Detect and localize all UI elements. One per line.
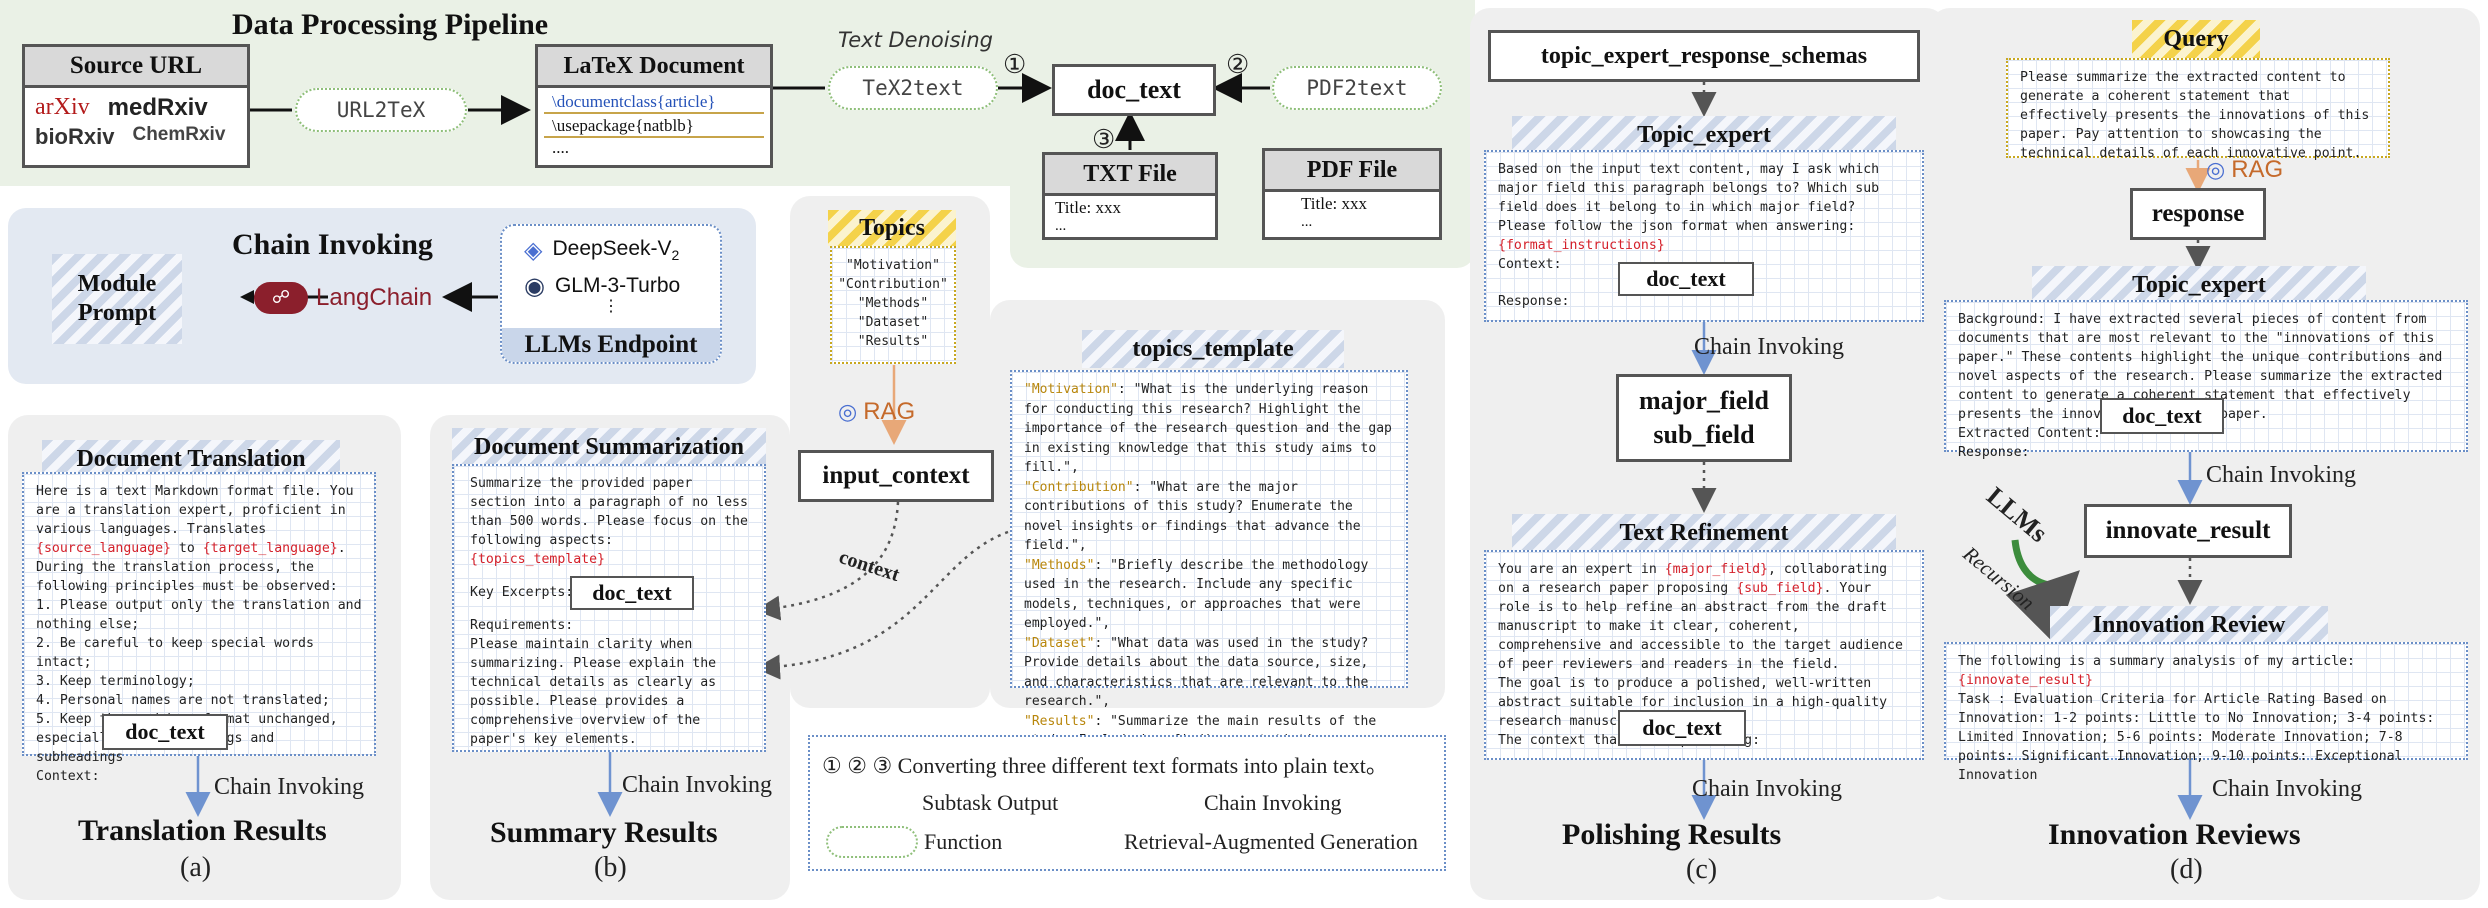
topic-expert-header-d: Topic_expert — [2032, 266, 2366, 304]
summarization-chain-label: Chain Invoking — [622, 772, 772, 798]
topic-expert-doc-text-d: doc_text — [2100, 398, 2224, 434]
biorxiv-logo: bioRxiv — [35, 124, 115, 149]
txt-file-box: TXT File Title: xxx ... — [1042, 152, 1218, 240]
langchain-icon: ☍ — [254, 282, 308, 314]
latex-line-3: .... — [552, 138, 569, 157]
innovation-chain-label-1: Chain Invoking — [2206, 462, 2356, 488]
topic-expert-prompt-c: Based on the input text content, may I a… — [1484, 150, 1924, 322]
response-box: response — [2130, 188, 2266, 240]
medrxiv-logo: medRxiv — [107, 94, 208, 121]
glm-label: GLM-3-Turbo — [554, 274, 681, 297]
pdf-file-title: Title: xxx — [1301, 194, 1367, 213]
legend-function: Function — [924, 829, 1003, 854]
txt-file-more: ... — [1055, 218, 1067, 234]
pipeline-title: Data Processing Pipeline — [232, 8, 549, 41]
topic-expert-doc-text-c: doc_text — [1618, 262, 1754, 296]
query-prompt: Please summarize the extracted content t… — [2006, 58, 2390, 161]
glm-icon: ◉ — [524, 272, 545, 300]
latex-document-header: LaTeX Document — [538, 47, 770, 88]
translation-chain-label: Chain Invoking — [214, 774, 364, 800]
chain-invoking-title: Chain Invoking — [232, 228, 433, 261]
langchain-logo: ☍ LangChain — [254, 280, 444, 316]
topic-expert-prompt-d: Background: I have extracted several pie… — [1944, 300, 2468, 460]
step-2-marker: ② — [1226, 50, 1250, 79]
polishing-chain-label-1: Chain Invoking — [1694, 334, 1844, 360]
template-entry: "Methods": "Briefly describe the methodo… — [1024, 557, 1369, 632]
pdf-file-more: ... — [1301, 214, 1313, 230]
deepseek-label: DeepSeek-V2 — [552, 236, 680, 264]
innovate-result-box: innovate_result — [2084, 504, 2292, 558]
legend-steps: ① ② ③ Converting three different text fo… — [822, 753, 1388, 778]
innovation-chain-label-2: Chain Invoking — [2212, 776, 2362, 802]
innovation-reviews: Innovation Reviews — [2048, 818, 2301, 851]
topics-list: "Motivation" "Contribution" "Methods" "D… — [830, 246, 956, 364]
summary-results: Summary Results — [490, 816, 718, 849]
schemas-box: topic_expert_response_schemas — [1488, 30, 1920, 82]
module-prompt-box: Module Prompt — [52, 254, 182, 344]
step-3-marker: ③ — [1092, 125, 1116, 154]
latex-line-2: \usepackage{natblb} — [544, 114, 764, 138]
topics-header: Topics — [828, 210, 956, 246]
step-1-marker: ① — [1003, 50, 1027, 79]
document-summarization-header: Document Summarization — [452, 428, 766, 466]
legend-chain: Chain Invoking — [1204, 790, 1342, 815]
translation-doc-text: doc_text — [102, 714, 228, 750]
llms-endpoint-label: LLMs Endpoint — [502, 328, 720, 362]
query-header: Query — [2132, 20, 2260, 58]
pdf-file-header: PDF File — [1265, 151, 1439, 192]
langchain-label: LangChain — [316, 284, 433, 311]
template-entry: "Motivation": "What is the underlying re… — [1024, 382, 1392, 475]
label-b: (b) — [594, 852, 627, 883]
pdf2text-function: PDF2text — [1272, 66, 1442, 110]
text-refinement-prompt: You are an expert in {major_field}, coll… — [1484, 550, 1924, 760]
rag-icon-d: ◎ — [2206, 157, 2226, 182]
pdf-file-box: PDF File Title: xxx ... — [1262, 148, 1442, 240]
document-translation-header: Document Translation — [42, 440, 340, 478]
source-url-header: Source URL — [25, 47, 247, 88]
innovation-review-prompt: The following is a summary analysis of m… — [1944, 642, 2468, 783]
llm-dots: ⋮ — [603, 298, 619, 315]
polishing-chain-label-2: Chain Invoking — [1692, 776, 1842, 802]
topic-expert-header-c: Topic_expert — [1512, 116, 1896, 154]
whale-icon: ◈ — [524, 236, 543, 264]
refinement-doc-text: doc_text — [1618, 710, 1746, 746]
summarization-doc-text: doc_text — [570, 576, 694, 610]
latex-document-box: LaTeX Document \documentclass{article} \… — [535, 44, 773, 168]
text-refinement-header: Text Refinement — [1512, 514, 1896, 552]
template-entry: "Dataset": "What data was used in the st… — [1024, 635, 1369, 710]
translation-results: Translation Results — [78, 814, 327, 847]
innovation-review-header: Innovation Review — [2050, 606, 2328, 644]
fields-box: major_field sub_field — [1616, 374, 1792, 462]
polishing-results: Polishing Results — [1562, 818, 1782, 851]
txt-file-header: TXT File — [1045, 155, 1215, 196]
label-a: (a) — [180, 852, 212, 883]
source-url-box: Source URL arXiv medRxiv bioRxiv ChemRxi… — [22, 44, 250, 168]
label-d: (d) — [2170, 854, 2203, 885]
topics-template-header: topics_template — [1082, 330, 1344, 368]
latex-line-1: \documentclass{article} — [544, 88, 764, 114]
template-entry: "Contribution": "What are the major cont… — [1024, 479, 1361, 554]
chemrxiv-logo: ChemRxiv — [132, 124, 226, 145]
tex2text-function: TeX2text — [828, 66, 998, 110]
topics-template-text: "Motivation": "What is the underlying re… — [1010, 370, 1408, 768]
input-context-box: input_context — [798, 450, 994, 502]
legend-function-swatch — [826, 826, 918, 858]
legend-subtask: Subtask Output — [922, 790, 1059, 815]
translation-prompt: Here is a text Markdown format file. You… — [22, 472, 376, 784]
text-denoising-label: Text Denoising — [838, 28, 993, 52]
txt-file-title: Title: xxx — [1055, 198, 1121, 217]
label-c: (c) — [1686, 854, 1718, 885]
arxiv-logo: arXiv — [35, 94, 90, 120]
rag-label-innovation: ◎RAG — [2206, 156, 2284, 183]
rag-icon: ◎ — [838, 399, 858, 424]
rag-label-topics: ◎RAG — [838, 398, 916, 425]
legend-rag: Retrieval-Augmented Generation — [1124, 829, 1418, 854]
llms-endpoint-box: ◈ DeepSeek-V2 ◉ GLM-3-Turbo ⋮ LLMs Endpo… — [500, 224, 722, 364]
doc-text-box: doc_text — [1052, 64, 1216, 116]
url2tex-function: URL2TeX — [295, 88, 467, 132]
